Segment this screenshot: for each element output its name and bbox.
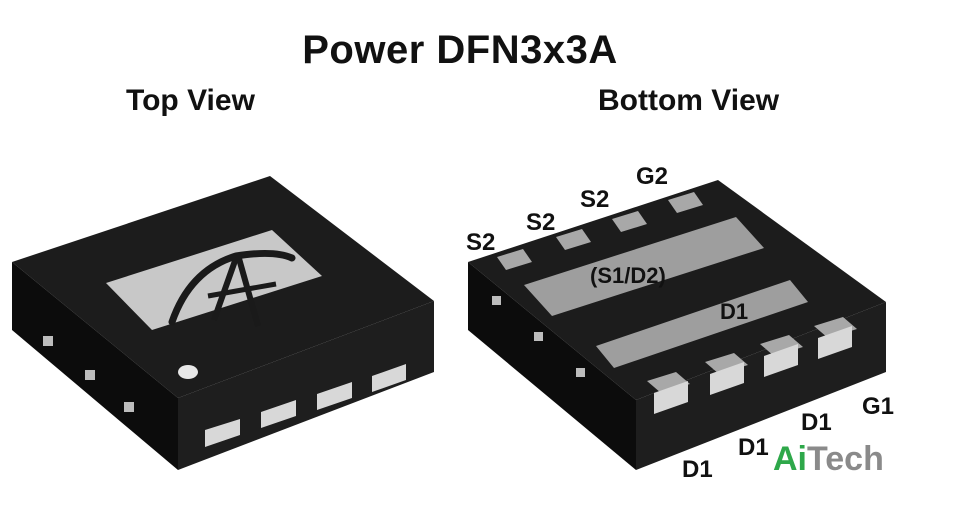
pin-pad-s2 [612, 211, 647, 232]
pin-pad-s2 [497, 249, 532, 270]
bottom-view-front-pad [710, 362, 744, 395]
top-view-front-pad [317, 382, 352, 410]
pin-pad-d1 [760, 335, 803, 356]
bottom-view-front-pad [764, 344, 798, 377]
bottom-view-front-pad [818, 326, 852, 359]
top-view-label: Top View [126, 84, 255, 117]
pin-label-d1: D1 [738, 434, 769, 461]
bottom-view-package [468, 180, 886, 470]
pin-pad-g2 [668, 192, 703, 213]
bottom-view-front-face [468, 262, 636, 470]
bottom-view-front-pad [654, 381, 688, 414]
watermark-tech: Tech [807, 440, 884, 478]
top-view-front-face [12, 262, 178, 470]
top-view-front-pad [205, 419, 240, 447]
pin-label-s2: S2 [466, 229, 496, 256]
pad-s1-d2 [524, 217, 764, 316]
pad-label-d1: D1 [720, 299, 749, 324]
pin-label-g1: G1 [862, 393, 895, 420]
pad-d1 [596, 280, 808, 368]
pin-pad-g1 [814, 317, 857, 338]
top-view-left-pad [43, 336, 53, 346]
pin-pad-d1 [647, 372, 690, 393]
top-view-side-face [178, 301, 434, 470]
pin-label-s2: S2 [526, 209, 556, 236]
top-view-front-pad [261, 400, 296, 428]
company-logo-icon [168, 249, 296, 327]
pin-label-d1: D1 [682, 456, 713, 483]
top-view-left-pad [124, 402, 134, 412]
watermark-ai: Ai [773, 440, 807, 478]
pin-label-s2: S2 [580, 186, 610, 213]
watermark: AiTech [773, 440, 884, 479]
pin1-dot [178, 365, 198, 379]
top-view-left-pad [85, 370, 95, 380]
pin-pad-d1 [705, 353, 748, 374]
pin-pad-s2 [556, 229, 591, 250]
bottom-view-left-pad [492, 296, 501, 305]
diagram-title: Power DFN3x3A [302, 28, 618, 72]
bottom-view-left-pad [576, 368, 585, 377]
bottom-view-left-pad [534, 332, 543, 341]
pin-label-d1: D1 [801, 409, 832, 436]
pad-label-s1-d2: (S1/D2) [590, 263, 666, 288]
bottom-view-label: Bottom View [598, 84, 780, 117]
top-view-front-pad [372, 364, 406, 392]
top-view-package [12, 176, 434, 470]
pin-label-g2: G2 [636, 163, 669, 190]
